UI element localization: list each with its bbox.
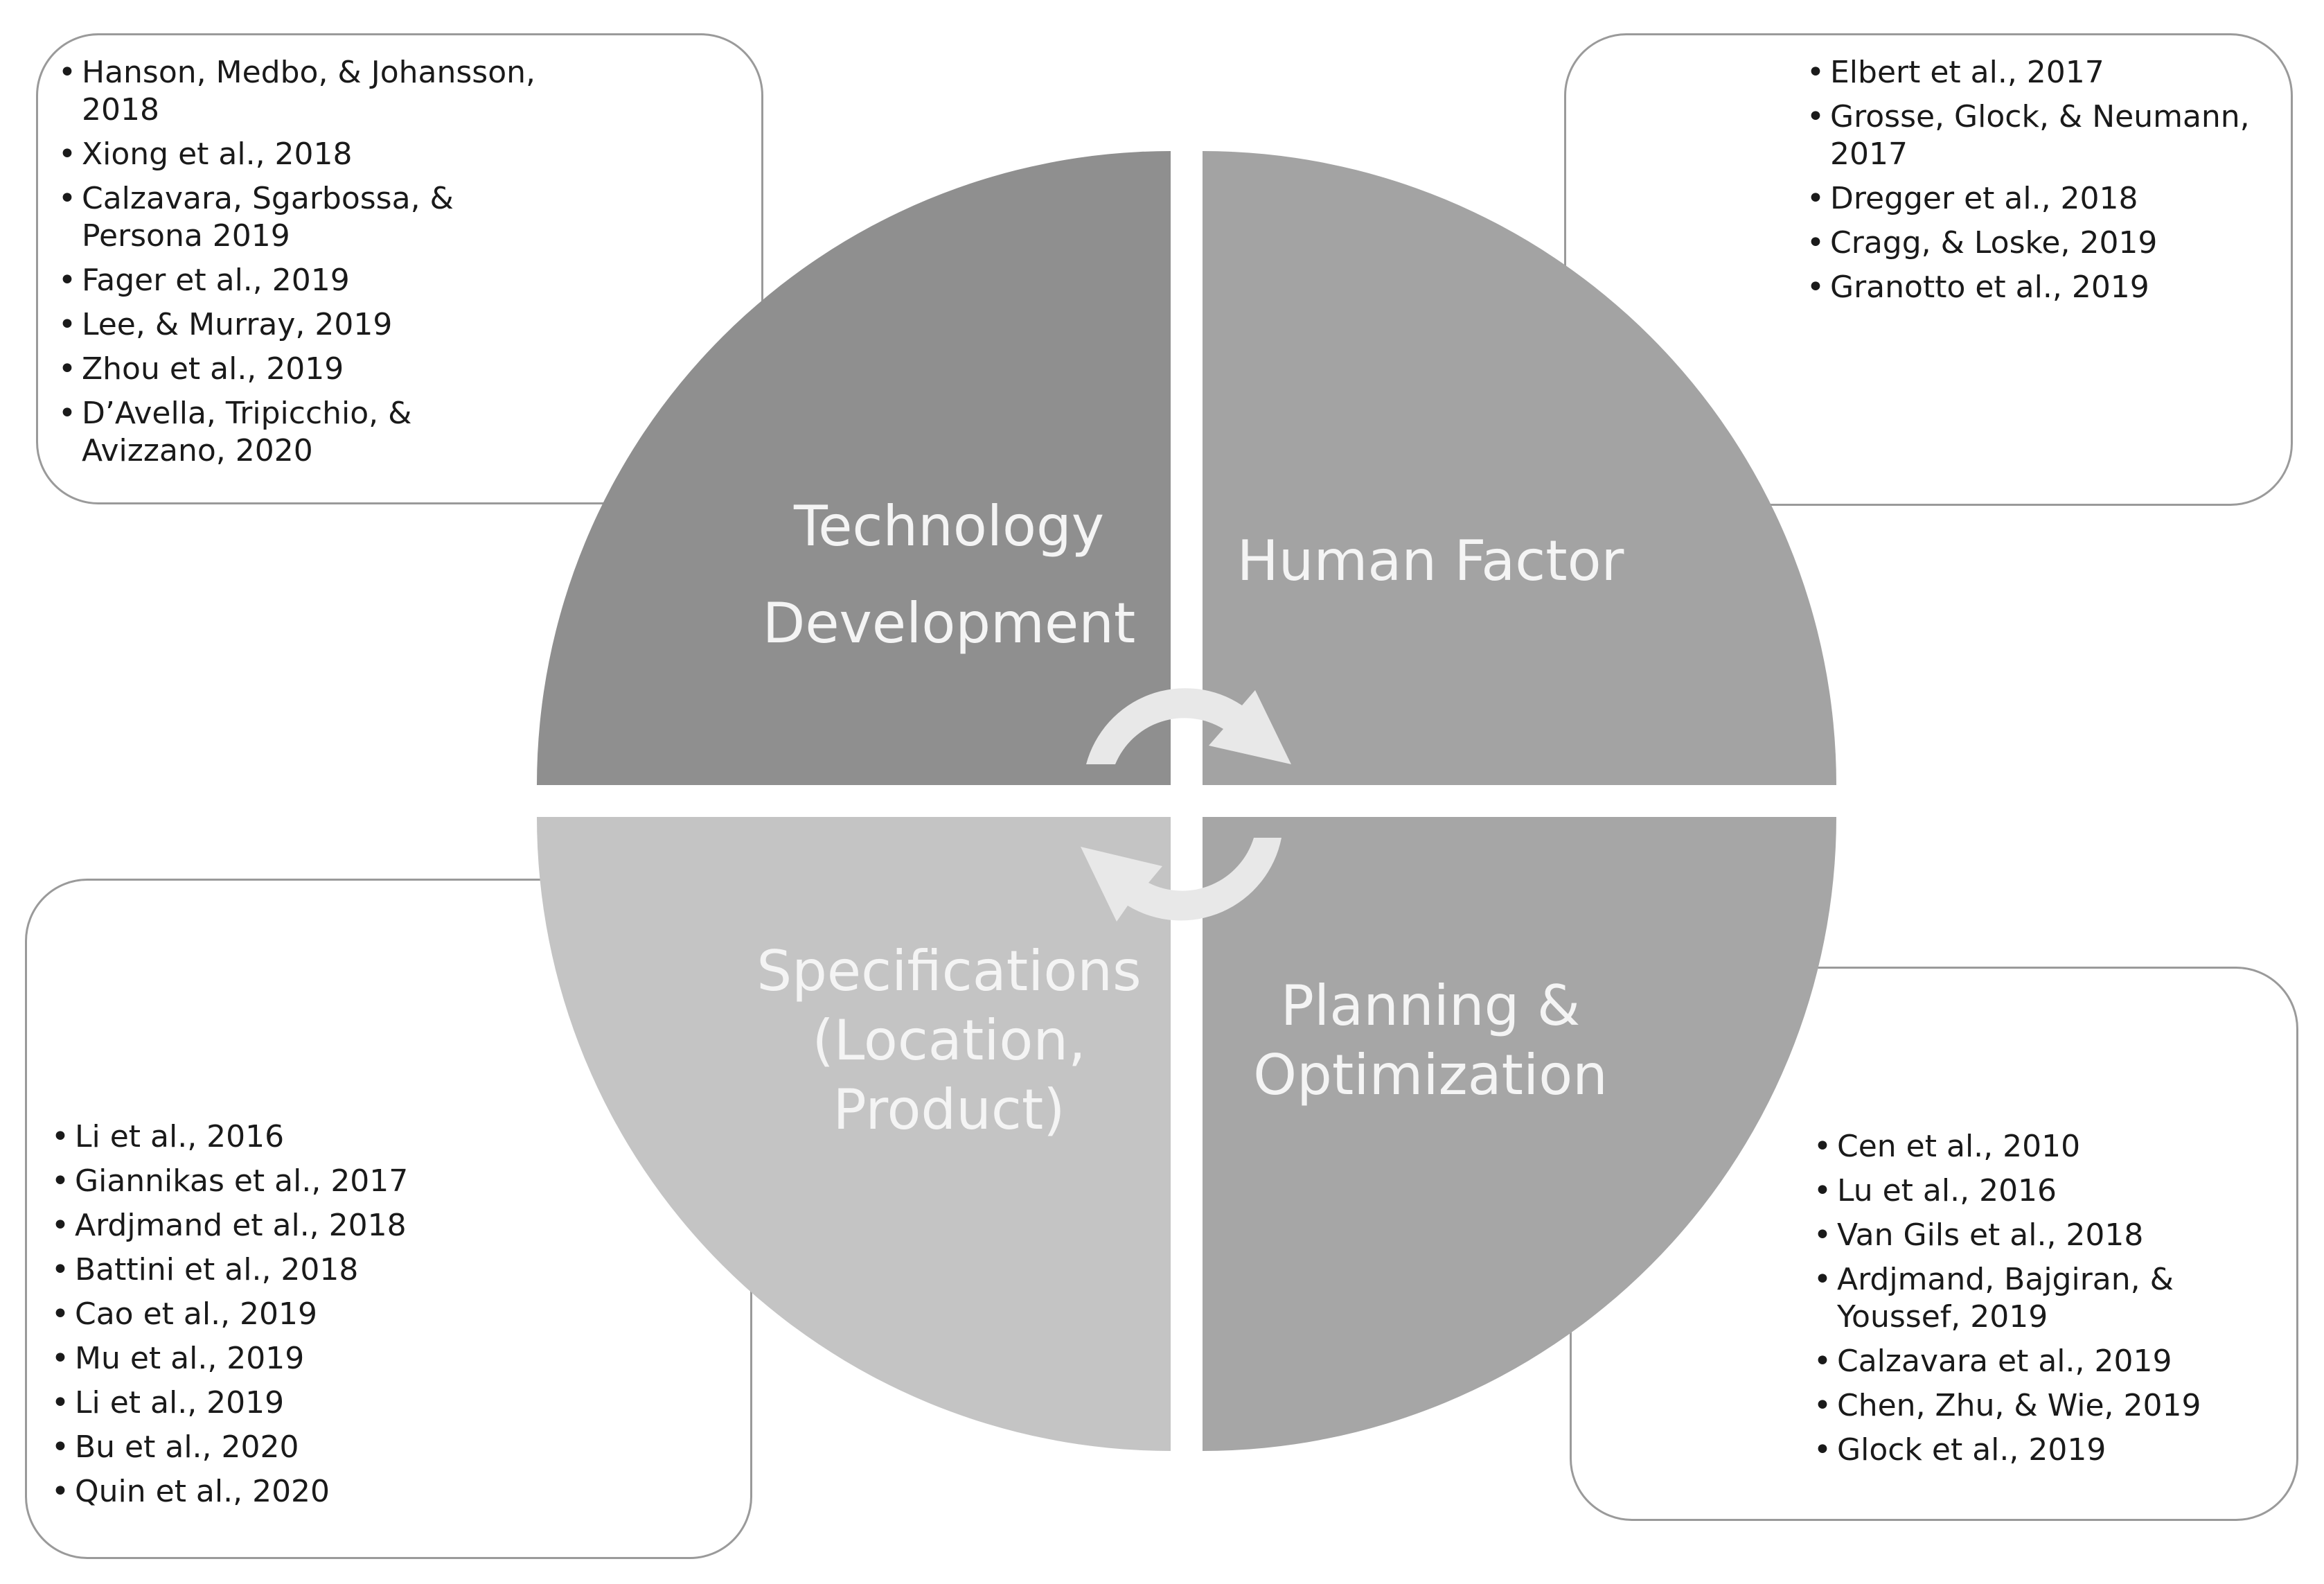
list-item: Granotto et al., 2019 (1807, 269, 2257, 306)
human-factor-title: Human Factor (1236, 529, 1624, 593)
list-item: Cragg, & Loske, 2019 (1807, 225, 2257, 262)
planning-references-list: Cen et al., 2010 Lu et al., 2016 Van Gil… (1813, 1128, 2291, 1476)
list-item: Ardjmand et al., 2018 (51, 1207, 550, 1244)
list-item: Grosse, Glock, & Neumann, 2017 (1807, 98, 2257, 173)
list-item: Lu et al., 2016 (1813, 1172, 2291, 1210)
technology-title-line1: Technology (793, 494, 1105, 558)
specifications-title-line2: (Location, (812, 1008, 1086, 1073)
specifications-title-line1: Specifications (756, 939, 1142, 1003)
human-references-list: Elbert et al., 2017 Grosse, Glock, & Neu… (1807, 54, 2257, 313)
list-item: Li et al., 2019 (51, 1384, 550, 1422)
list-item: D’Avella, Tripicchio, & Avizzano, 2020 (58, 395, 557, 470)
list-item: Li et al., 2016 (51, 1118, 550, 1156)
list-item: Calzavara, Sgarbossa, & Persona 2019 (58, 180, 557, 255)
specifications-title-line3: Product) (833, 1077, 1065, 1142)
clockwise-arrow-icon (1086, 688, 1291, 764)
cycle-arrows (1081, 688, 1291, 922)
list-item: Chen, Zhu, & Wie, 2019 (1813, 1387, 2291, 1425)
human-factor-quadrant (1203, 151, 1836, 785)
list-item: Quin et al., 2020 (51, 1473, 550, 1511)
planning-title-line2: Optimization (1253, 1043, 1608, 1107)
specifications-references-list: Li et al., 2016 Giannikas et al., 2017 A… (51, 1118, 550, 1517)
list-item: Zhou et al., 2019 (58, 351, 557, 388)
list-item: Giannikas et al., 2017 (51, 1163, 550, 1200)
planning-optimization-quadrant (1203, 817, 1836, 1451)
planning-title-line1: Planning & (1280, 974, 1581, 1038)
list-item: Mu et al., 2019 (51, 1340, 550, 1378)
planning-optimization-label: Planning & Optimization (1205, 971, 1656, 1110)
list-item: Dregger et al., 2018 (1807, 180, 2257, 218)
human-factor-label: Human Factor (1205, 527, 1656, 596)
list-item: Battini et al., 2018 (51, 1251, 550, 1289)
list-item: Glock et al., 2019 (1813, 1432, 2291, 1469)
specifications-label: Specifications (Location, Product) (720, 937, 1178, 1145)
list-item: Cen et al., 2010 (1813, 1128, 2291, 1165)
list-item: Cao et al., 2019 (51, 1296, 550, 1333)
return-arrow-icon (1081, 838, 1281, 922)
technology-development-quadrant (537, 151, 1171, 785)
list-item: Lee, & Murray, 2019 (58, 306, 557, 344)
technology-references-list: Hanson, Medbo, & Johansson, 2018 Xiong e… (58, 54, 557, 477)
list-item: Van Gils et al., 2018 (1813, 1217, 2291, 1254)
list-item: Xiong et al., 2018 (58, 136, 557, 173)
list-item: Fager et al., 2019 (58, 262, 557, 299)
technology-title-line2: Development (762, 591, 1136, 655)
list-item: Calzavara et al., 2019 (1813, 1343, 2291, 1380)
list-item: Bu et al., 2020 (51, 1429, 550, 1466)
technology-development-label: Technology Development (720, 478, 1178, 672)
list-item: Ardjmand, Bajgiran, & Youssef, 2019 (1813, 1261, 2291, 1336)
list-item: Elbert et al., 2017 (1807, 54, 2257, 91)
specifications-quadrant (537, 817, 1171, 1451)
list-item: Hanson, Medbo, & Johansson, 2018 (58, 54, 557, 129)
